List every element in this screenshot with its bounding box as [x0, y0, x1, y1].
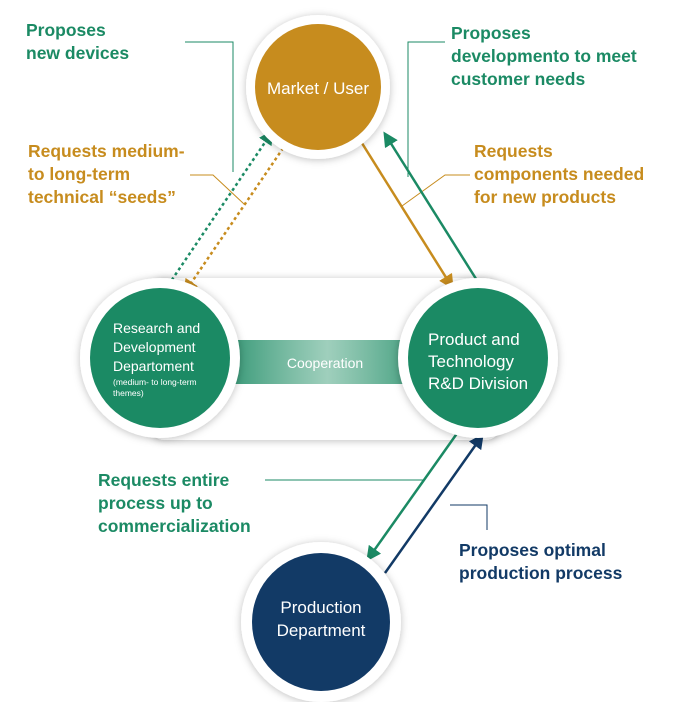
- cooperation-label: Cooperation: [287, 355, 363, 371]
- annotation-requests-process: Requests entire process up to commercial…: [98, 470, 251, 536]
- research-label-line-3: Departoment: [113, 358, 194, 374]
- arrow-market-to-product: [358, 139, 454, 290]
- arrow-product-to-production: [366, 431, 460, 562]
- arrow-market-to-research: [183, 137, 292, 295]
- research-label-line-2: Development: [113, 339, 196, 355]
- annotation-requests-seeds: Requests medium- to long-term technical …: [28, 141, 185, 207]
- leader-new-devices: [185, 41, 234, 172]
- product-label-line-3: R&D Division: [428, 374, 528, 393]
- market-user-node: Market / User: [246, 15, 390, 159]
- leader-seeds: [190, 174, 245, 205]
- production-label-line-2: Department: [277, 621, 366, 640]
- research-note-line-2: themes): [113, 388, 144, 398]
- production-node: Production Department: [241, 542, 401, 702]
- arrow-product-to-market: [383, 131, 480, 283]
- leader-production: [450, 504, 488, 530]
- arrow-production-to-product: [383, 433, 484, 574]
- annotation-requests-components: Requests components needed for new produ…: [474, 141, 645, 207]
- product-label-line-2: Technology: [428, 352, 515, 371]
- annotation-proposes-production: Proposes optimal production process: [459, 540, 623, 583]
- research-note-line-1: (medium- to long-term: [113, 377, 197, 387]
- arrow-research-to-market: [163, 129, 274, 291]
- annotation-proposes-new-devices: Proposes new devices: [26, 20, 130, 63]
- annotation-proposes-development: Proposes developmento to meet customer n…: [451, 23, 637, 89]
- leader-development: [407, 41, 445, 177]
- research-node: Research and Development Departoment (me…: [80, 278, 240, 438]
- product-label-line-1: Product and: [428, 330, 520, 349]
- research-label-line-1: Research and: [113, 320, 200, 336]
- product-node: Product and Technology R&D Division: [398, 278, 558, 438]
- leader-components: [401, 174, 470, 207]
- production-label-line-1: Production: [280, 598, 361, 617]
- market-user-label: Market / User: [267, 79, 369, 98]
